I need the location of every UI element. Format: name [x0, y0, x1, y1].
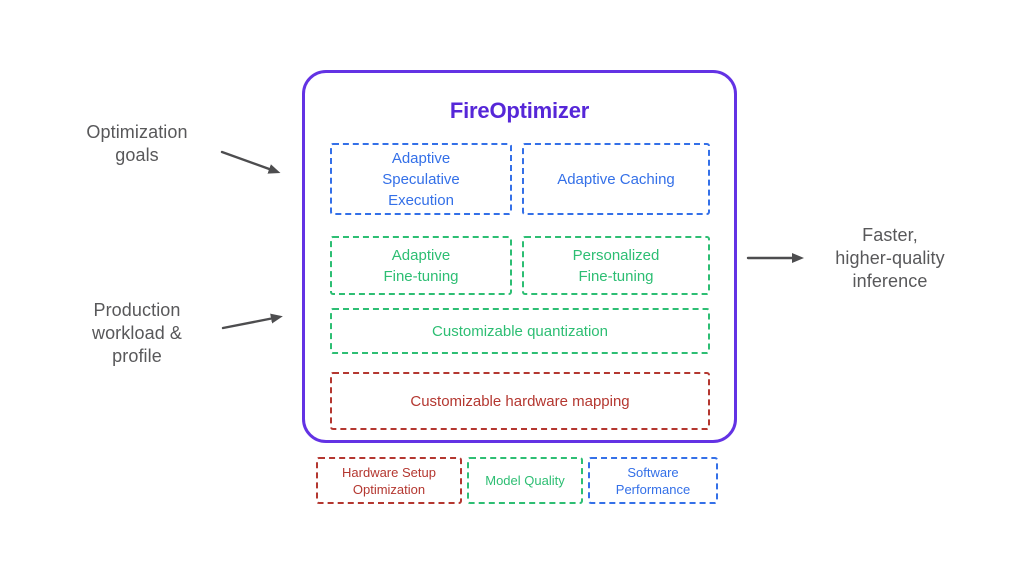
fireoptimizer-container: FireOptimizer Adaptive Speculative Execu…: [302, 70, 737, 443]
arrow-optimization-goals: [220, 150, 281, 174]
legend-software-performance: Software Performance: [588, 457, 718, 504]
fireoptimizer-title: FireOptimizer: [449, 98, 590, 123]
arrow-production-workload: [221, 313, 283, 330]
label-production-workload-profile: Production workload & profile: [91, 300, 183, 366]
legend-hardware-setup-optimization: Hardware Setup Optimization: [316, 457, 462, 504]
label-optimization-goals: Optimization goals: [86, 122, 188, 165]
module-customizable-quantization: Customizable quantization: [330, 308, 710, 354]
module-adaptive-caching: Adaptive Caching: [522, 143, 710, 215]
legend-model-quality: Model Quality: [467, 457, 583, 504]
label-faster-higher-quality-inference: Faster, higher-quality inference: [835, 225, 945, 291]
module-personalized-fine-tuning: Personalized Fine-tuning: [522, 236, 710, 295]
module-adaptive-fine-tuning: Adaptive Fine-tuning: [330, 236, 512, 295]
module-customizable-hardware-mapping: Customizable hardware mapping: [330, 372, 710, 430]
module-adaptive-speculative-execution: Adaptive Speculative Execution: [330, 143, 512, 215]
